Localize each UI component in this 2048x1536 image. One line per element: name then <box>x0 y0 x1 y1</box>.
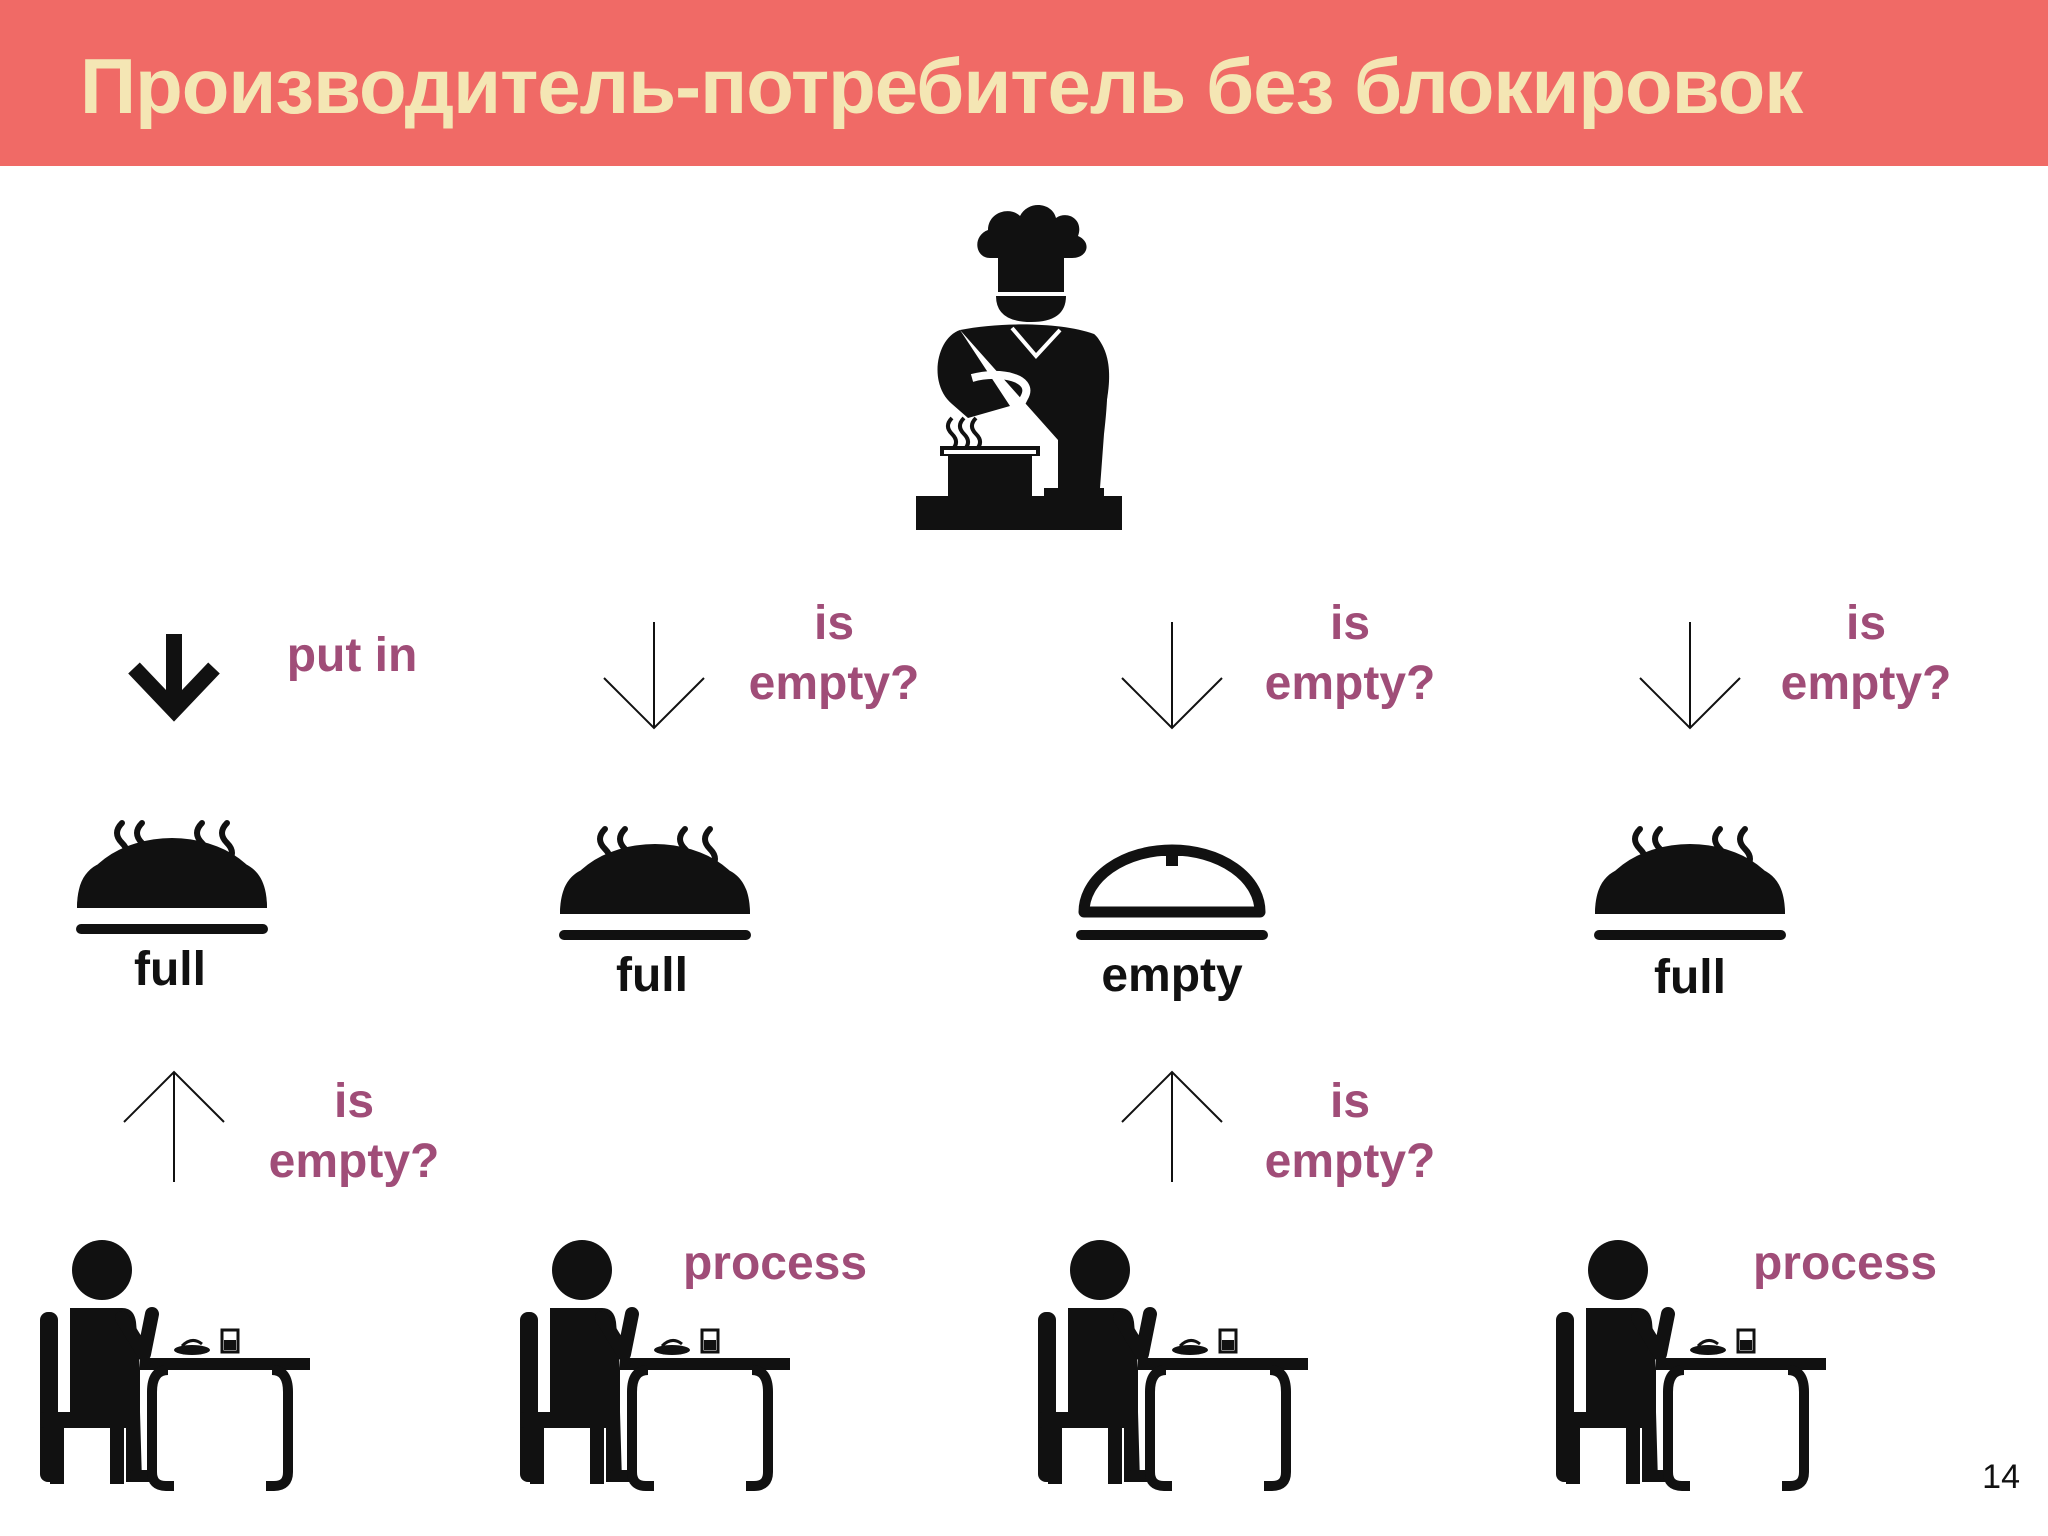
producer-label-4: is empty? <box>1780 597 1952 710</box>
thin-up-arrow-icon <box>123 1070 225 1182</box>
slot-state-3: empty <box>1101 949 1243 1002</box>
slot-state-4: full <box>1654 951 1726 1004</box>
producer-label-3: is empty? <box>1264 597 1436 710</box>
full-cloche-icon <box>1594 829 1786 940</box>
consumer-label-2: process <box>682 1237 868 1290</box>
full-cloche-icon <box>559 829 751 940</box>
thin-down-arrow-icon <box>1639 622 1741 730</box>
thin-down-arrow-icon <box>1121 622 1223 730</box>
chef-cooking-icon <box>916 204 1122 530</box>
bold-down-arrow-icon <box>128 634 220 722</box>
producer-label-1: put in <box>286 629 418 682</box>
full-cloche-icon <box>76 823 268 934</box>
consumer-label-4: process <box>1752 1237 1938 1290</box>
producer-label-2: is empty? <box>748 597 920 710</box>
slot-state-2: full <box>616 949 688 1002</box>
diner-eating-icon <box>1038 1240 1308 1486</box>
page-number: 14 <box>1982 1458 2020 1496</box>
slide-title: Производитель-потребитель без блокировок <box>80 42 1803 130</box>
consumer-label-3: is empty? <box>1264 1075 1436 1188</box>
slot-state-1: full <box>134 943 206 996</box>
header-bar <box>0 0 2048 166</box>
diner-eating-icon <box>40 1240 310 1486</box>
thin-down-arrow-icon <box>603 622 705 730</box>
thin-up-arrow-icon <box>1121 1070 1223 1182</box>
empty-cloche-icon <box>1076 846 1268 940</box>
consumer-label-1: is empty? <box>268 1075 440 1188</box>
